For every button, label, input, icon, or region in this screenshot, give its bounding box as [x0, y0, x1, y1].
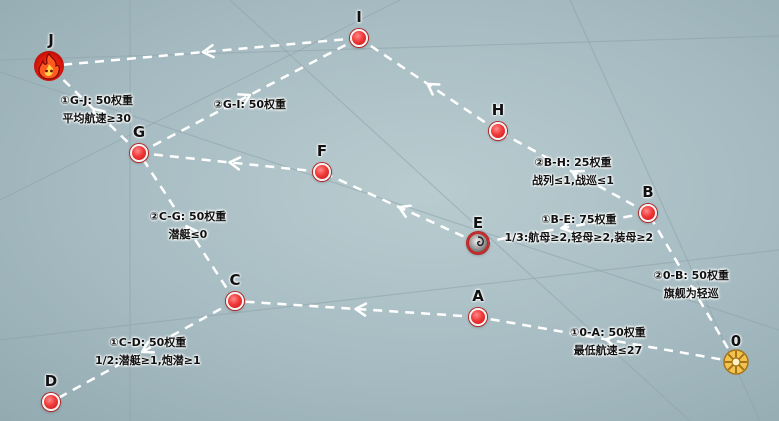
route-rule-condition: 最低航速≤27: [573, 344, 643, 357]
map-node-c[interactable]: [226, 292, 244, 310]
white-arrowhead-icon: [185, 224, 199, 240]
route-rule-condition: 1/3:航母≥2,轻母≥2,装母≥2: [504, 231, 654, 244]
white-arrowhead-icon: [92, 107, 106, 122]
node-label-i: I: [356, 8, 362, 26]
route-rule-condition: 潜艇≤0: [168, 228, 208, 241]
route-rule-g-i: ②G-I: 50权重: [214, 96, 287, 114]
whirlpool-node-icon: [477, 236, 484, 247]
route-rule-condition: 旗舰为轻巡: [663, 287, 719, 300]
map-node-g[interactable]: [130, 144, 148, 162]
map-node-f[interactable]: [313, 163, 331, 181]
white-arrowhead-icon: [690, 285, 703, 300]
route-G-J: [48, 65, 140, 154]
node-label-d: D: [44, 372, 58, 390]
route-rule-c-d: ①C-D: 50权重 1/2:潜艇≥1,炮潜≥1: [95, 334, 201, 370]
route-rule-title: ①0-A: 50权重: [570, 326, 646, 339]
white-arrowhead-icon: [560, 219, 575, 234]
node-label-0: 0: [730, 332, 742, 350]
route-B-H: [497, 129, 649, 215]
map-node-i[interactable]: [350, 29, 368, 47]
map-node-a[interactable]: [469, 308, 487, 326]
route-I-J: [48, 36, 360, 68]
route-rule-b-h: ②B-H: 25权重战列≤1,战巡≤1: [532, 154, 614, 190]
white-arrowhead-icon: [604, 333, 619, 349]
route-rule-g-j: ①G-J: 50权重平均航速≥30: [61, 92, 134, 128]
map-node-j[interactable]: [34, 51, 64, 81]
route-rule-title: ①C-D: 50权重: [109, 336, 187, 349]
route-G-I: [138, 36, 360, 155]
route-C-D: [50, 299, 236, 404]
white-arrowhead-icon: [570, 169, 586, 183]
sun-wheel-start-icon: [723, 349, 749, 375]
route-H-I: [358, 36, 499, 133]
white-arrowhead-icon: [354, 302, 368, 317]
map-node-d[interactable]: [42, 393, 60, 411]
white-arrowhead-icon: [426, 82, 441, 96]
route-rule-title: ①B-E: 75权重: [541, 213, 617, 226]
node-label-c: C: [229, 271, 241, 289]
route-rule-title: ②C-G: 50权重: [149, 210, 227, 223]
route-0-B: [646, 212, 738, 363]
route-rule-title: ①G-J: 50权重: [60, 94, 134, 107]
background-line: [569, 0, 761, 421]
background-line: [0, 0, 401, 201]
route-rule-condition: 平均航速≥30: [62, 112, 132, 125]
white-arrowhead-icon: [228, 156, 242, 171]
node-label-h: H: [491, 101, 505, 119]
route-C-G: [137, 152, 237, 302]
map-node-0[interactable]: [723, 349, 749, 375]
route-A-C: [234, 299, 479, 319]
node-label-f: F: [316, 142, 328, 160]
route-rule-title: ②G-I: 50权重: [213, 98, 287, 111]
map-node-h[interactable]: [489, 122, 507, 140]
route-rule-b-e: ①B-E: 75权重 1/3:航母≥2,轻母≥2,装母≥2: [505, 211, 654, 247]
flame-boss-icon: [38, 53, 60, 80]
route-rule-0-b: ②0-B: 50权重旗舰为轻巡: [654, 267, 729, 303]
route-F-G: [138, 151, 323, 174]
route-rule-0-a: ①0-A: 50权重最低航速≤27: [570, 324, 646, 360]
node-label-e: E: [472, 214, 484, 232]
node-label-j: J: [48, 31, 54, 49]
white-arrowhead-icon: [397, 204, 412, 218]
route-rule-c-g: ②C-G: 50权重潜艇≤0: [150, 208, 227, 244]
white-arrowhead-icon: [236, 93, 252, 107]
route-E-F: [321, 170, 479, 245]
route-0-A: [477, 315, 737, 364]
node-label-g: G: [132, 123, 146, 141]
route-B-E: [477, 211, 649, 245]
map-node-e[interactable]: [467, 232, 489, 254]
route-rule-title: ②B-H: 25权重: [534, 156, 612, 169]
white-arrowhead-icon: [140, 340, 156, 354]
map-node-b[interactable]: [639, 204, 657, 222]
background-line: [229, 0, 691, 421]
node-label-b: B: [642, 183, 654, 201]
route-rule-condition: 1/2:潜艇≥1,炮潜≥1: [95, 354, 201, 367]
node-label-a: A: [472, 287, 484, 305]
white-arrowhead-icon: [201, 43, 215, 59]
route-rule-condition: 战列≤1,战巡≤1: [532, 174, 614, 187]
route-rule-title: ②0-B: 50权重: [653, 269, 729, 282]
